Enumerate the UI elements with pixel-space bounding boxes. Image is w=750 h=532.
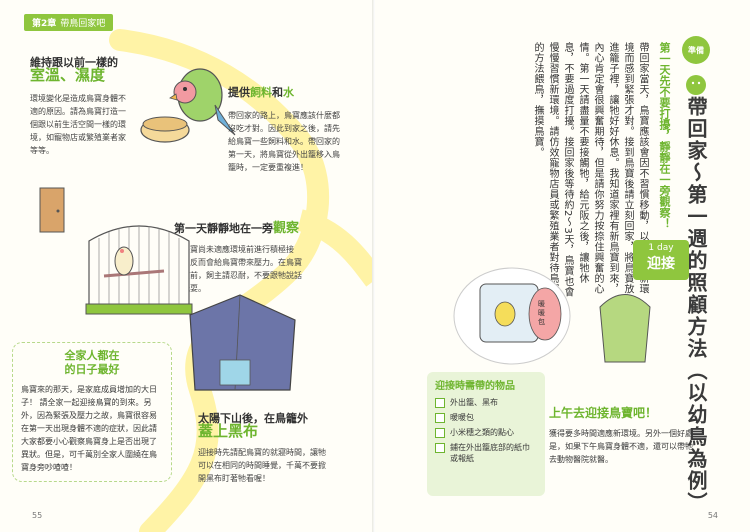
morning-section: 上午去迎接鳥寶吧！ 獲得要多時間適應新環境。另外一個好處是，如果下午鳥寶身體不適… [549,404,699,466]
items-box: 迎接時需帶的物品 外出籠、黑布 暖暖包 小米穗之類的點心 鋪在外出籠底部的紙巾或… [427,372,545,496]
chapter-tab: 第2章帶鳥回家吧 [24,14,114,31]
food-heading: 提供飼料和水 [228,86,340,99]
temperature-heading-2: 室溫、濕度 [30,66,106,84]
family-box: 全家人都在 的日子最好 鳥寶來的那天，是家庭成員增加的大日子！ 請全家一起迎接鳥… [12,342,172,482]
parrot-with-bowl-illustration [140,68,236,143]
carrier-bag-illustration [453,267,651,365]
night-heading-1: 太陽下山後，在鳥籠外 [198,412,308,425]
right-page: 準備 帶回家～第一週的照顧方法（以幼鳥為例） 第一天先不要打擾，靜靜在一旁觀察！… [375,0,750,532]
page-number-left: 55 [32,511,43,520]
warmer-label: 暖暖包 [538,300,545,326]
item-row: 鋪在外出籠底部的紙巾或報紙 [427,440,545,466]
food-heading-water: 水 [283,86,294,99]
item-text: 暖暖包 [450,413,474,422]
temperature-heading-1: 維持跟以前一樣的 [30,56,118,69]
food-section: 提供飼料和水 帶回家的路上，鳥寶應該什麼都沒吃才對。因此到家之後，請先給鳥寶一些… [228,86,340,174]
night-body: 迎接時先請配鳥寶的就寢時間，讓牠可以在相同的時間睡覺，千萬不要掀開黑布盯著牠看喔… [198,448,326,483]
day-tag-line2: 迎接 [647,256,675,272]
prep-badge: 準備 [682,36,710,64]
item-text: 鋪在外出籠底部的紙巾或報紙 [450,443,530,463]
page-subtitle: 第一天先不要打擾，靜靜在一旁觀察！ [658,42,671,229]
food-heading-and: 和 [272,86,283,99]
observe-heading-pre: 第一天靜靜地在一旁 [174,222,273,235]
intro-body: 帶回家當天，鳥寶應該會因不習慣移動，以及來到新環境而感到緊張才對。接到鳥寶後請立… [532,42,648,298]
bird-head-icon [686,75,706,95]
item-row: 小米穗之類的點心 [427,425,545,440]
observe-body: 在鳥寶尚未適應環境前進行積極接觸，反而會給鳥寶帶來壓力。在鳥寶習慣前，飼主請忍耐… [174,245,302,293]
chapter-title: 帶鳥回家吧 [60,19,106,29]
checkbox-icon [435,443,445,453]
food-body: 帶回家的路上，鳥寶應該什麼都沒吃才對。因此到家之後，請先給鳥寶一些飼料和水。帶回… [228,111,340,172]
family-title-2: 的日子最好 [64,363,120,376]
yellow-path [109,29,375,532]
left-page: 第2章帶鳥回家吧 維持跟以前一樣的 室溫、濕度 環境變化是造成鳥寶身體不適的原因… [12,14,375,532]
item-row: 外出籠、黑布 [427,395,545,410]
night-section: 太陽下山後，在鳥籠外 蓋上黑布 迎接時先請配鳥寶的就寢時間，讓牠可以在相同的時間… [198,412,332,485]
food-heading-feed: 飼料 [250,86,272,99]
checkbox-icon [435,428,445,438]
morning-body: 獲得要多時間適應新環境。另外一個好處是，如果下午鳥寶身體不適，還可以帶牠去動物醫… [549,429,693,464]
night-heading-2: 蓋上黑布 [198,422,259,440]
item-text: 小米穗之類的點心 [450,428,514,437]
observe-heading: 第一天靜靜地在一旁觀察 [174,222,304,235]
temperature-body: 環境變化是造成鳥寶身體不適的原因。請為鳥寶打造一個跟以前生活空間一樣的環境，如寵… [30,94,126,155]
cage-bird-illustration [85,225,193,315]
checkbox-icon [435,398,445,408]
observe-section: 第一天靜靜地在一旁觀察 在鳥寶尚未適應環境前進行積極接觸，反而會給鳥寶帶來壓力。… [174,222,304,295]
food-heading-pre: 提供 [228,86,250,99]
title-column: 準備 帶回家～第一週的照顧方法（以幼鳥為例） [676,36,716,514]
page-number-right: 54 [707,511,718,520]
page-title: 帶回家～第一週的照顧方法（以幼鳥為例） [684,96,708,514]
day-tag: 1 day 迎接 [633,240,689,280]
chapter-number: 第2章 [32,19,57,29]
morning-heading: 上午去迎接鳥寶吧！ [549,406,658,420]
item-text: 外出籠、黑布 [450,398,498,407]
checkbox-icon [435,413,445,423]
day-tag-line1: 1 day [648,243,674,253]
items-title: 迎接時需帶的物品 [435,381,515,392]
family-title-1: 全家人都在 [64,349,120,362]
door-illustration [39,187,65,233]
item-row: 暖暖包 [427,410,545,425]
temperature-section: 維持跟以前一樣的 室溫、濕度 環境變化是造成鳥寶身體不適的原因。請為鳥寶打造一個… [30,56,126,157]
family-body: 鳥寶來的那天，是家庭成員增加的大日子！ 請全家一起迎接鳥寶的到來。另外，因為緊張… [21,385,157,472]
observe-heading-green: 觀察 [273,221,300,236]
covered-cage-illustration [189,294,296,391]
